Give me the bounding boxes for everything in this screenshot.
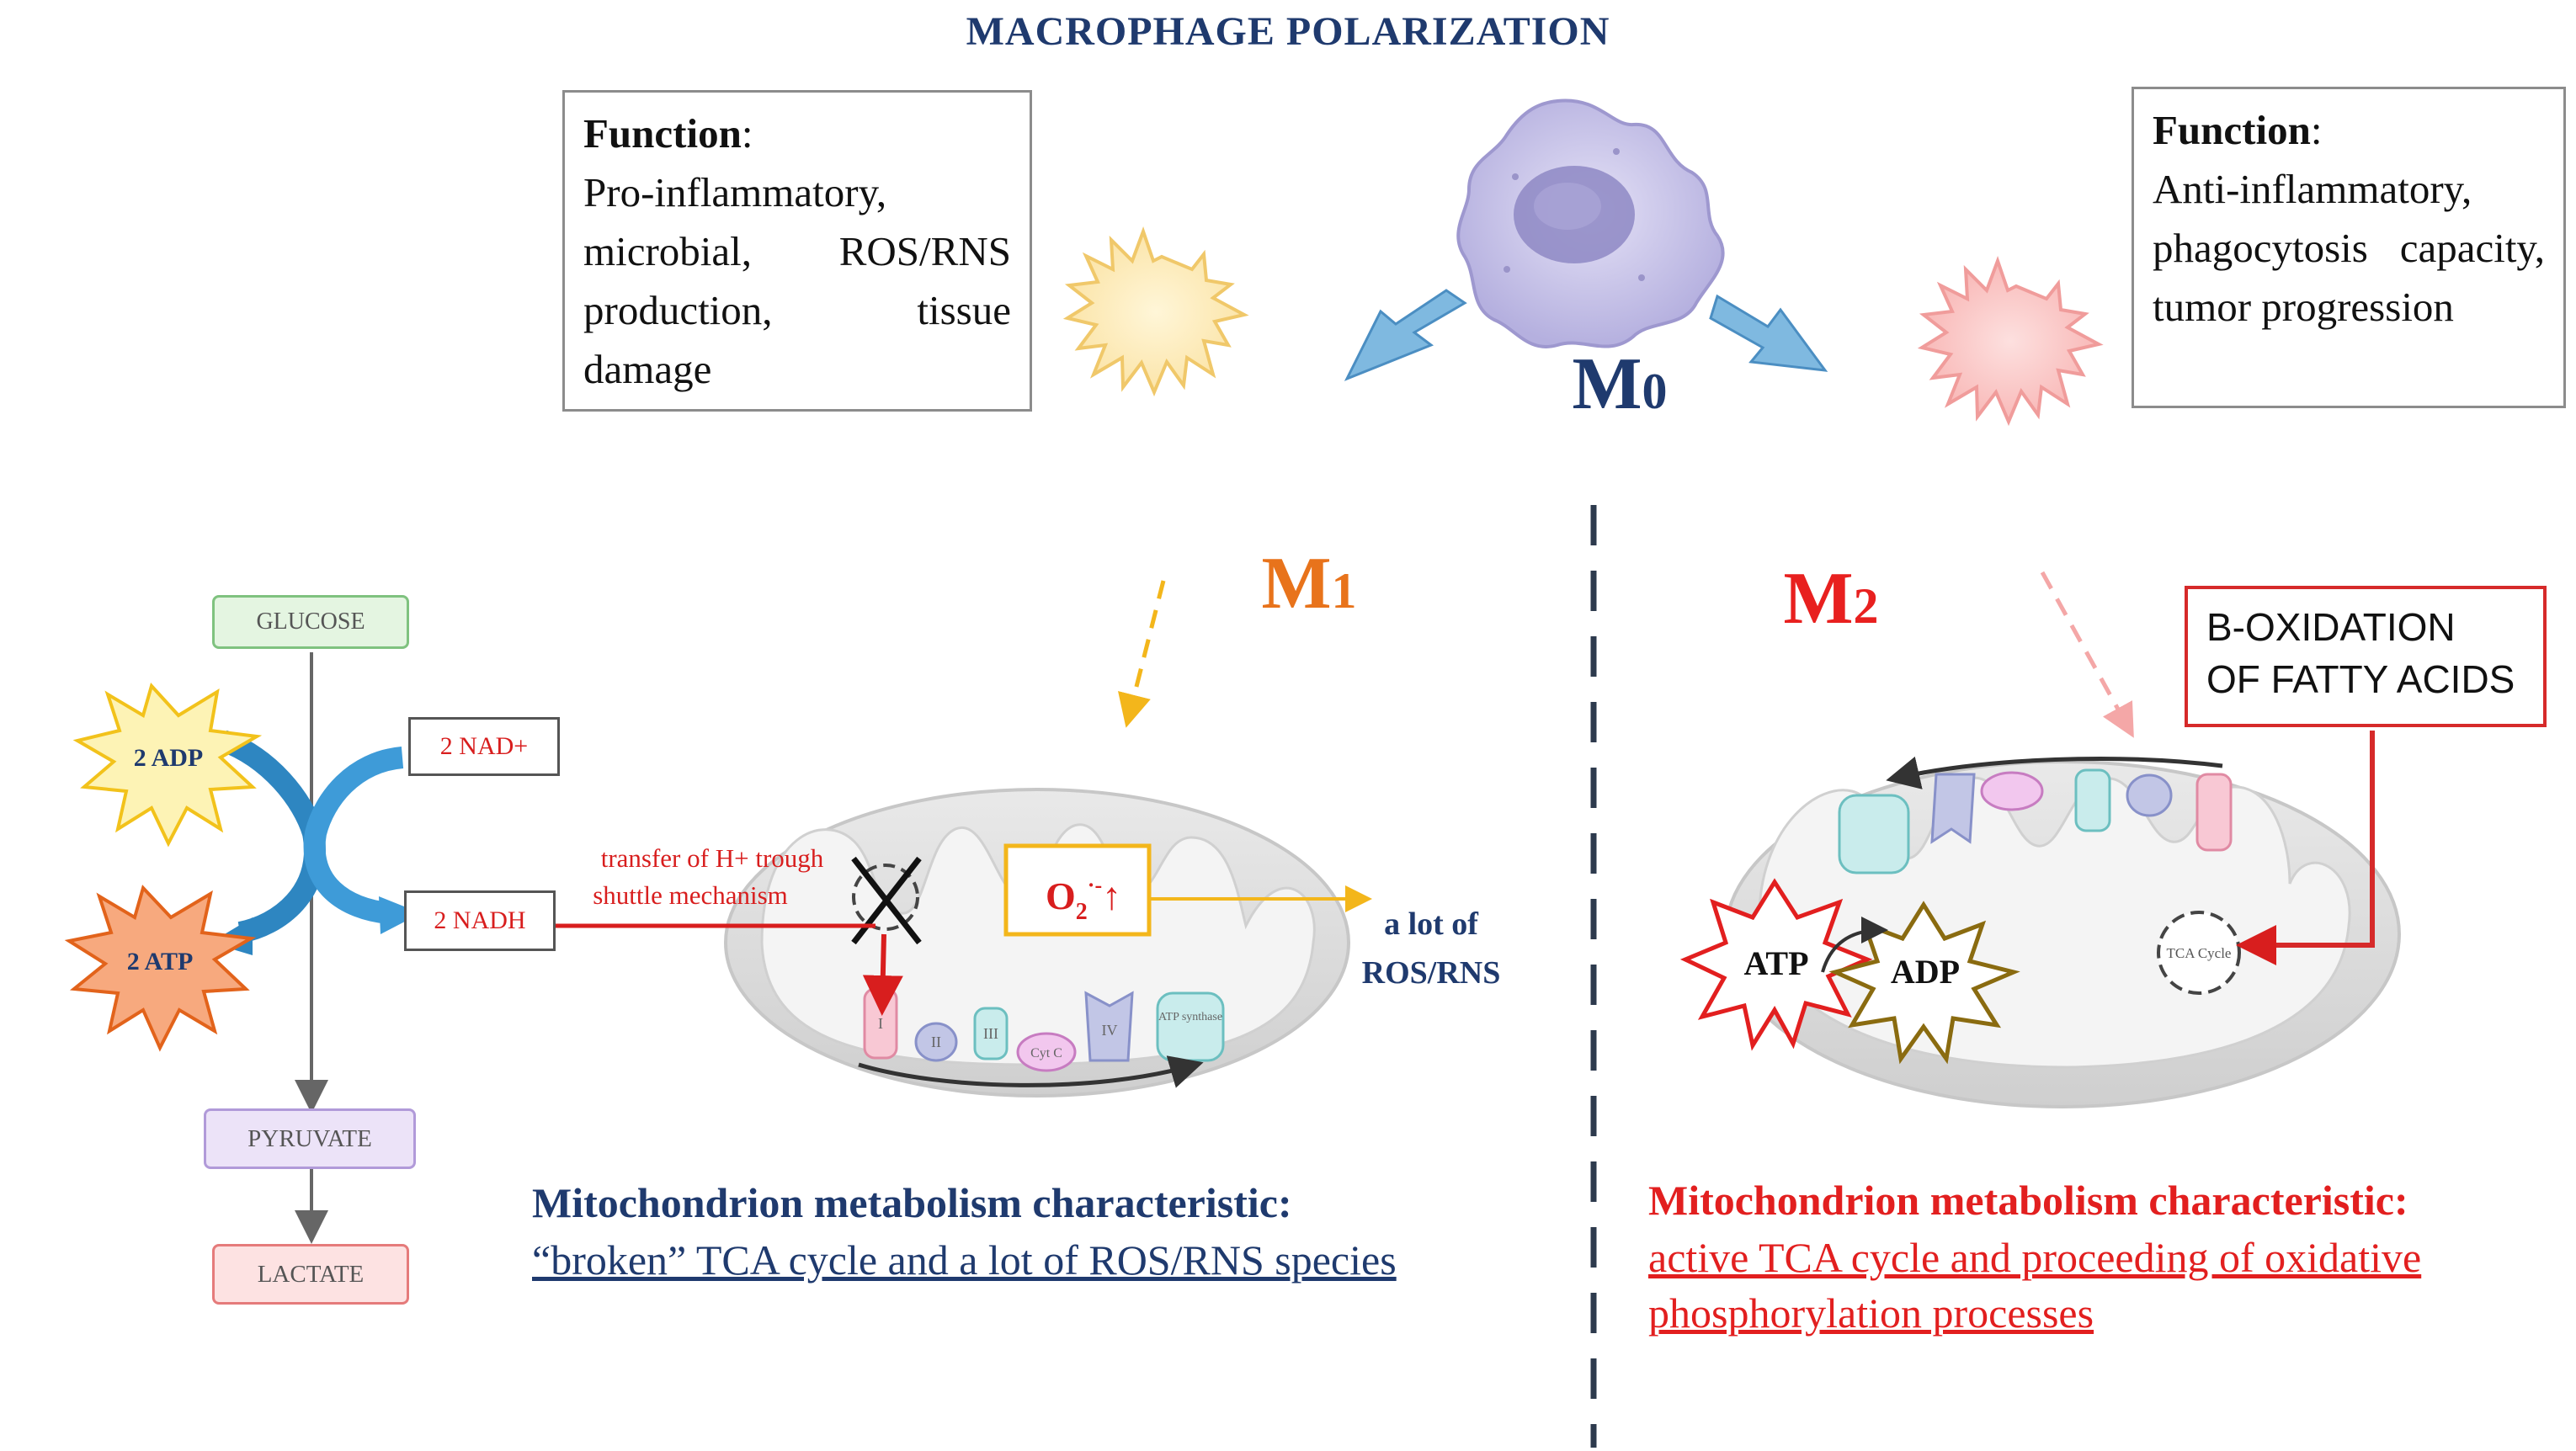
m1-to-mito-arrow <box>1118 580 1166 728</box>
complex-1-label: I <box>878 1015 883 1032</box>
m0-macrophage-cell <box>1456 98 1725 348</box>
adp-label: 2 ADP <box>134 744 204 772</box>
lactate-box: LACTATE <box>212 1244 409 1305</box>
complex-2-label: II <box>931 1034 941 1050</box>
diagram-title: MACROPHAGE POLARIZATION <box>966 9 1610 54</box>
m1-characteristic: Mitochondrion metabolism characteristic:… <box>532 1178 1576 1288</box>
nadh-box: 2 NADH <box>404 890 556 951</box>
beta-oxidation-line-1: B-OXIDATION <box>2206 605 2456 649</box>
cytc-label: Cyt C <box>1030 1046 1062 1060</box>
m2-to-mito-arrow <box>2040 571 2134 738</box>
m2-label: M2 <box>1783 558 1878 640</box>
m2-mitochondrion <box>1679 756 2401 1108</box>
m2-characteristic-title: Mitochondrion metabolism characteristic: <box>1648 1177 2408 1224</box>
shuttle-line-2: shuttle mechanism <box>593 880 788 910</box>
atp-label: 2 ATP <box>127 948 194 975</box>
m1-function-text: Pro-inflammatory, microbial, ROS/RNS pro… <box>583 169 1011 392</box>
beta-oxidation-box: B-OXIDATION OF FATTY ACIDS <box>2185 586 2547 727</box>
m1-characteristic-title: Mitochondrion metabolism characteristic: <box>532 1179 1292 1226</box>
m1-macrophage-cell <box>1062 226 1249 397</box>
adp-star-left <box>72 683 263 848</box>
ros-line-2: ROS/RNS <box>1362 955 1501 991</box>
m1-mitochondrion <box>724 788 1372 1098</box>
superoxide-label: O2·-↑ <box>1046 873 1121 925</box>
m0-label: M0 <box>1572 343 1667 425</box>
m2-macrophage-cell <box>1917 256 2104 427</box>
tca-cycle-label: TCA Cycle <box>2167 945 2232 961</box>
m0-to-m2-arrow <box>1709 294 1828 372</box>
m2-function-text: Anti-inflammatory, phagocytosis capacity… <box>2153 166 2545 330</box>
m2-adp-label: ADP <box>1891 953 1960 991</box>
m1-characteristic-line: “broken” TCA cycle and a lot of ROS/RNS … <box>532 1236 1397 1284</box>
atp-synthase-label: ATP synthase <box>1158 1011 1222 1023</box>
m1-function-box: Function: Pro-inflammatory, microbial, R… <box>562 90 1032 412</box>
ros-line-1: a lot of <box>1384 906 1479 942</box>
complex-4-label: IV <box>1102 1022 1118 1039</box>
beta-oxidation-line-2: OF FATTY ACIDS <box>2206 657 2515 701</box>
shuttle-line-1: transfer of H+ trough <box>601 843 824 873</box>
beta-oxidation-arrow <box>2236 731 2375 965</box>
atp-star-left <box>64 885 257 1052</box>
complex-3-label: III <box>983 1025 998 1042</box>
m2-function-box: Function: Anti-inflammatory, phagocytosi… <box>2132 87 2566 408</box>
m2-atp-label: ATP <box>1743 944 1808 982</box>
m0-to-m1-arrow <box>1344 289 1467 381</box>
m1-function-label: Function <box>583 110 742 157</box>
m2-characteristic-line-1: active TCA cycle and proceeding of oxida… <box>1648 1234 2422 1281</box>
m2-characteristic: Mitochondrion metabolism characteristic:… <box>1648 1176 2566 1341</box>
glycolysis-pathway <box>64 652 421 1244</box>
m2-function-label: Function <box>2153 107 2311 153</box>
m1-label: M1 <box>1261 543 1356 625</box>
nad-box: 2 NAD+ <box>408 717 560 776</box>
m2-characteristic-line-2: phosphorylation processes <box>1648 1289 2094 1337</box>
glucose-box: GLUCOSE <box>212 595 409 649</box>
pyruvate-box: PYRUVATE <box>204 1108 416 1169</box>
atp-star-right <box>1679 878 1873 1051</box>
